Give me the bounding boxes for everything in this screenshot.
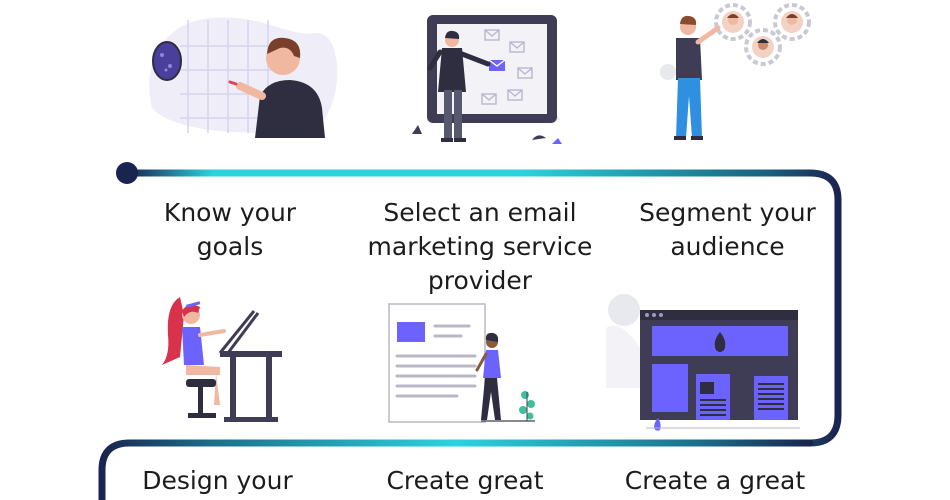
person-with-audience-gears-illustration (660, 3, 811, 140)
path-bottom-segment (98, 439, 814, 500)
web-page-layout-illustration (606, 294, 800, 431)
person-at-email-board-illustration (412, 15, 562, 144)
step-6-label: Create a great (624, 466, 806, 495)
step-5-label: Create great (386, 466, 544, 495)
step-4-label: Design your (142, 466, 293, 495)
path-top-segment (124, 169, 842, 447)
step-1-label: Know your goals (163, 198, 297, 261)
woman-at-drawing-desk-illustration (162, 297, 282, 422)
path-start-dot (116, 162, 138, 184)
person-marking-wall-chart-illustration (149, 17, 338, 138)
woman-with-document-illustration (388, 303, 535, 423)
step-2-label: Select an email marketing service provid… (367, 198, 593, 295)
step-3-label: Segment your audience (639, 198, 816, 261)
